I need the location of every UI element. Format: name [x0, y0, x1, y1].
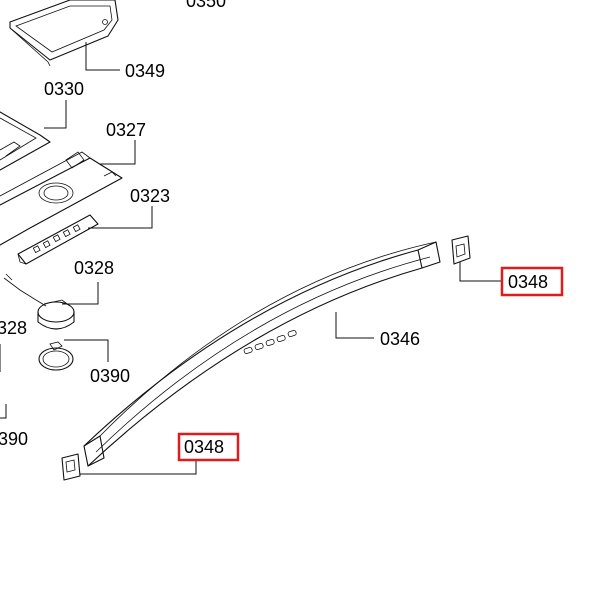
part-label-0346: 0346: [380, 329, 420, 349]
part-label-0390-cut: 390: [0, 429, 28, 449]
leader-0323: [88, 206, 153, 229]
part-label-0390: 0390: [90, 366, 130, 386]
part-0390-drawing: [38, 341, 74, 371]
part-0346-drawing: [83, 241, 441, 467]
part-0327-drawing: [0, 151, 123, 246]
part-0323-drawing: [17, 214, 99, 265]
leader-0330: [44, 100, 67, 129]
part-0348-bottom-drawing: [61, 453, 81, 481]
part-label-0348-bottom: 0348: [184, 437, 224, 457]
leader-0349: [85, 42, 120, 71]
highlight-box-0348-bottom: [177, 432, 240, 462]
part-label-0348-right: 0348: [508, 272, 548, 292]
part-0349-drawing: [9, 0, 119, 67]
leader-0390: [64, 339, 109, 362]
part-label-0328-cut: 328: [0, 318, 27, 338]
part-label-0327: 0327: [106, 120, 146, 140]
part-label-0330: 0330: [44, 79, 84, 99]
part-0330-drawing: [0, 111, 51, 171]
leader-0348-bottom: [80, 460, 197, 475]
leader-0390-cut: [0, 404, 7, 419]
leader-0348-right: [459, 262, 502, 282]
highlight-box-0348-right: [500, 266, 564, 297]
part-label-0328: 0328: [74, 258, 114, 278]
leader-0327: [100, 140, 136, 165]
part-label-0349: 0349: [125, 61, 165, 81]
part-label-0350-cut: 0350: [186, 0, 226, 11]
part-0348-right-drawing: [451, 235, 471, 265]
leader-0346: [335, 312, 374, 339]
part-label-0323: 0323: [130, 186, 170, 206]
leader-0328: [62, 282, 99, 305]
